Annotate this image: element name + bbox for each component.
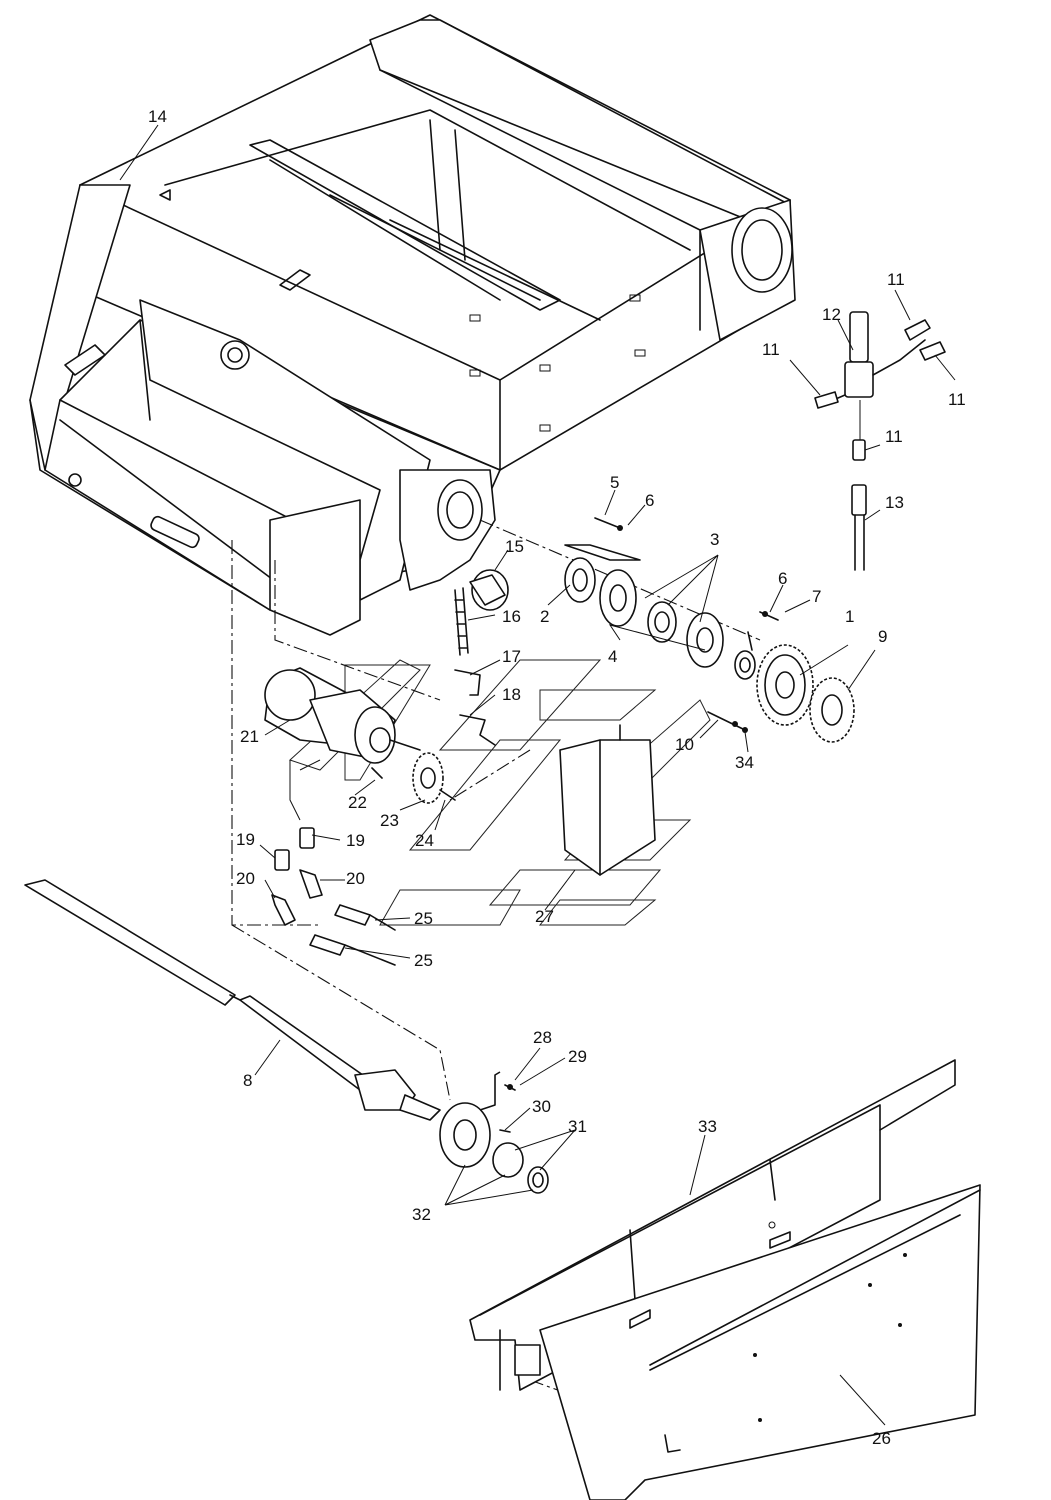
- callout-30: 30: [532, 1097, 551, 1116]
- bearing-flange: [439, 1071, 549, 1194]
- callout-11b: 11: [762, 340, 780, 359]
- callout-31: 31: [568, 1117, 587, 1136]
- hydraulic-valve-assembly: [814, 311, 946, 571]
- callout-5: 5: [610, 473, 619, 492]
- callout-12: 12: [822, 305, 841, 324]
- callout-1: 1: [845, 607, 854, 626]
- leader-lines: [119, 124, 956, 1426]
- callout-19a: 19: [236, 830, 255, 849]
- callout-6b: 6: [778, 569, 787, 588]
- drive-shaft: [24, 879, 441, 1121]
- callout-33: 33: [698, 1117, 717, 1136]
- bottom-panel-assembly: [469, 1059, 981, 1500]
- callout-20a: 20: [236, 869, 255, 888]
- callout-15: 15: [505, 537, 524, 556]
- callout-7: 7: [812, 587, 821, 606]
- chain-guard: [559, 724, 656, 876]
- callout-2: 2: [540, 607, 549, 626]
- hose-fittings: [271, 759, 396, 966]
- callout-11a: 11: [887, 270, 905, 289]
- callout-8: 8: [243, 1071, 252, 1090]
- hydraulic-motor: [264, 667, 456, 804]
- chain-and-roller: [454, 569, 509, 746]
- callout-25a: 25: [414, 909, 433, 928]
- callout-28: 28: [533, 1028, 552, 1047]
- callout-11c: 11: [948, 390, 966, 409]
- callout-27: 27: [535, 907, 554, 926]
- callout-19b: 19: [346, 831, 365, 850]
- callout-25b: 25: [414, 951, 433, 970]
- callout-29: 29: [568, 1047, 587, 1066]
- callout-10: 10: [675, 735, 694, 754]
- callout-32: 32: [412, 1205, 431, 1224]
- callout-16: 16: [502, 607, 521, 626]
- watermark-logo: [289, 659, 711, 926]
- drive-sprocket-assembly: [564, 517, 855, 743]
- callout-34: 34: [735, 753, 754, 772]
- callout-18: 18: [502, 685, 521, 704]
- callout-labels: 1 2 3 4 5 6 6 7 8 9 10 11 11 11 11 12 13…: [148, 107, 966, 1448]
- callout-26: 26: [872, 1429, 891, 1448]
- callout-23: 23: [380, 811, 399, 830]
- main-frame-housing: [29, 14, 796, 636]
- callout-4: 4: [608, 647, 617, 666]
- callout-13: 13: [885, 493, 904, 512]
- callout-14: 14: [148, 107, 167, 126]
- callout-20b: 20: [346, 869, 365, 888]
- callout-11d: 11: [885, 427, 903, 446]
- callout-6a: 6: [645, 491, 654, 510]
- callout-24: 24: [415, 831, 434, 850]
- callout-22: 22: [348, 793, 367, 812]
- callout-21: 21: [240, 727, 259, 746]
- callout-9: 9: [878, 627, 887, 646]
- callout-17: 17: [502, 647, 521, 666]
- callout-3: 3: [710, 530, 719, 549]
